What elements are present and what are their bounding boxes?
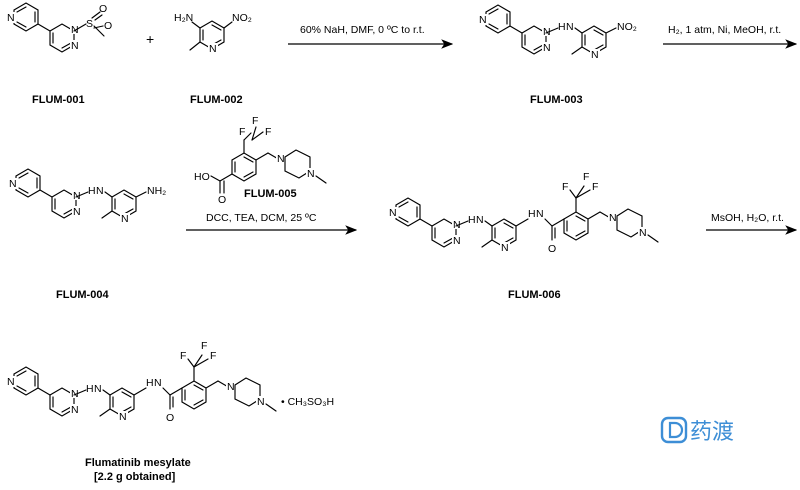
atom-n: N [71,388,79,400]
label-yield: [2.2 g obtained] [94,471,176,483]
atom-n: N [476,214,484,226]
atom-n: N [609,212,617,224]
atom-f: F [562,181,568,193]
group-ho: HO [194,171,210,183]
label-flum-004: FLUM-004 [56,289,109,301]
atom-n: N [7,12,15,24]
atom-n: N [566,21,574,33]
atom-n: N [96,185,104,197]
atom-o: O [99,3,107,15]
atom-f: F [239,126,245,138]
label-flum-006: FLUM-006 [508,289,561,301]
atom-f: F [252,115,258,127]
atom-n: N [501,242,509,254]
atom-n: N [389,207,397,219]
atom-n: N [543,26,551,38]
group-no2: NO₂ [617,21,637,33]
atom-h: H [88,185,96,197]
atom-n: N [73,206,81,218]
structure-flum-005: F F F N N HO O [194,115,327,206]
atom-n: N [307,168,315,180]
atom-f: F [583,171,589,183]
atom-n: N [591,49,599,61]
structure-flum-002: N H₂N NO₂ [174,12,252,55]
atom-n: N [71,40,79,52]
atom-f: F [265,126,271,138]
watermark-text: 药渡 [690,420,734,445]
mesylate-salt: • CH₃SO₃H [281,396,334,408]
atom-n: N [94,383,102,395]
atom-n: N [453,219,461,231]
structure-flumatinib-mesylate: N N N H N N H N O F F [6,340,334,424]
atom-n: N [119,411,127,423]
atom-n: N [73,190,81,202]
watermark: 药渡 [660,416,734,445]
structure-flum-003: N N N H N N NO₂ [478,4,637,61]
group-nh2: NH₂ [147,185,166,197]
label-flum-003: FLUM-003 [530,94,583,106]
label-flum-005: FLUM-005 [244,188,297,200]
atom-f: F [201,340,207,352]
atom-n: N [209,43,217,55]
atom-n: N [71,404,79,416]
atom-o: O [104,20,112,32]
atom-n: N [227,381,235,393]
condition-step-4: MsOH, H₂O, r.t. [711,212,784,224]
atom-n: N [479,14,487,26]
atom-s: S [86,18,93,30]
atom-o: O [218,194,226,206]
atom-n: N [121,213,129,225]
condition-step-3: DCC, TEA, DCM, 25 ºC [206,212,317,224]
label-product: Flumatinib mesylate [85,457,191,469]
atom-n: N [453,235,461,247]
group-h2n: H₂N [174,12,193,24]
atom-f: F [592,181,598,193]
atom-h: H [86,383,94,395]
label-flum-002: FLUM-002 [190,94,243,106]
atom-n: N [543,42,551,54]
group-no2: NO₂ [232,12,252,24]
atom-o: O [548,243,556,255]
label-flum-001: FLUM-001 [32,94,85,106]
structure-flum-004: N N N H N N NH₂ [8,168,166,225]
atom-h: H [468,214,476,226]
atom-n: N [277,153,285,165]
atom-h: H [146,377,154,389]
atom-f: F [210,350,216,362]
atom-n: N [7,376,15,388]
atom-o: O [166,412,174,424]
atom-n: N [257,396,265,408]
atom-n: N [536,208,544,220]
atom-f: F [180,350,186,362]
condition-step-2: H₂, 1 atm, Ni, MeOH, r.t. [668,24,781,36]
atom-n: N [9,178,17,190]
structure-flum-006: N N N H N N H N O F F [388,171,659,255]
atom-n: N [639,227,647,239]
atom-h: H [558,21,566,33]
structure-flum-001: N N N S O O [6,2,112,53]
atom-n: N [154,377,162,389]
d-logo-icon [660,416,688,444]
condition-step-1: 60% NaH, DMF, 0 ºC to r.t. [300,24,425,36]
plus-sign: + [146,31,154,47]
atom-h: H [528,208,536,220]
